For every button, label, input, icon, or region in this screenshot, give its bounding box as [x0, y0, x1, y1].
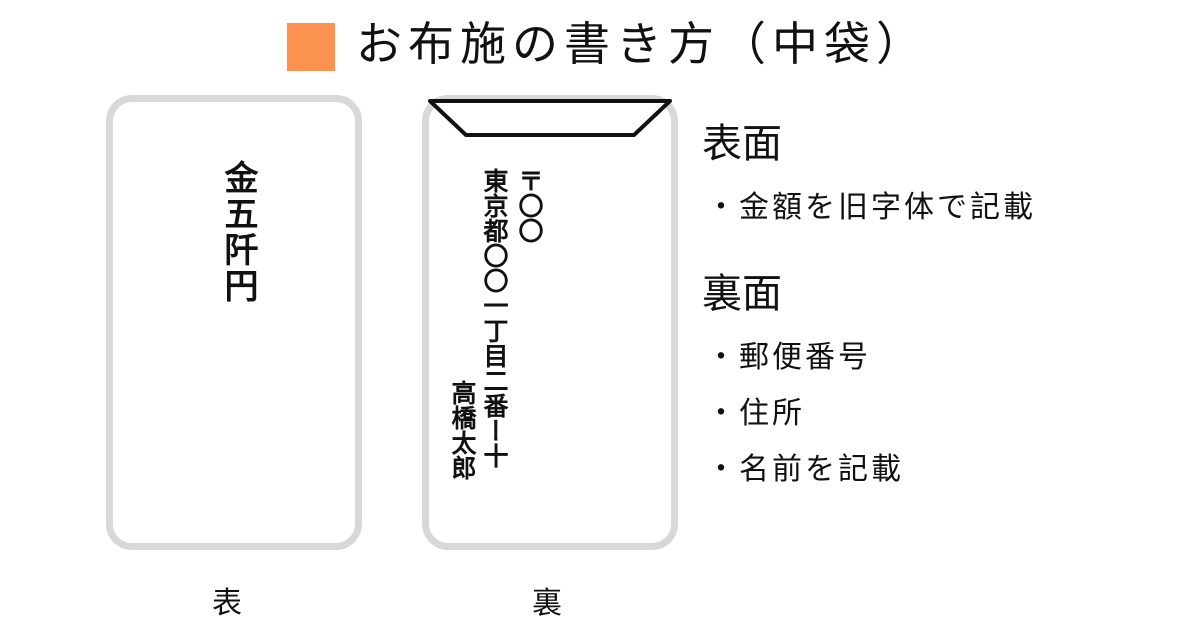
back-heading: 裏面	[702, 271, 782, 317]
page-title: お布施の書き方（中袋）	[356, 17, 928, 71]
back-item: ・郵便番号	[706, 340, 871, 375]
back-caption: 裏	[532, 586, 562, 621]
amount-text: 金五阡円	[218, 160, 258, 304]
envelope-back	[422, 95, 678, 550]
front-item: ・金額を旧字体で記載	[706, 190, 1036, 225]
envelope-front	[106, 95, 362, 550]
back-item: ・住所	[706, 396, 805, 431]
envelope-flap	[428, 99, 672, 137]
front-heading: 表面	[702, 121, 782, 167]
sender-name: 高橋太郎	[448, 380, 477, 480]
front-caption: 表	[212, 586, 242, 621]
postal-code: 〒〇〇	[515, 168, 544, 243]
address: 東京都〇〇一丁目二番ー十	[480, 168, 509, 468]
back-item: ・名前を記載	[706, 452, 904, 487]
title-marker	[287, 23, 335, 71]
